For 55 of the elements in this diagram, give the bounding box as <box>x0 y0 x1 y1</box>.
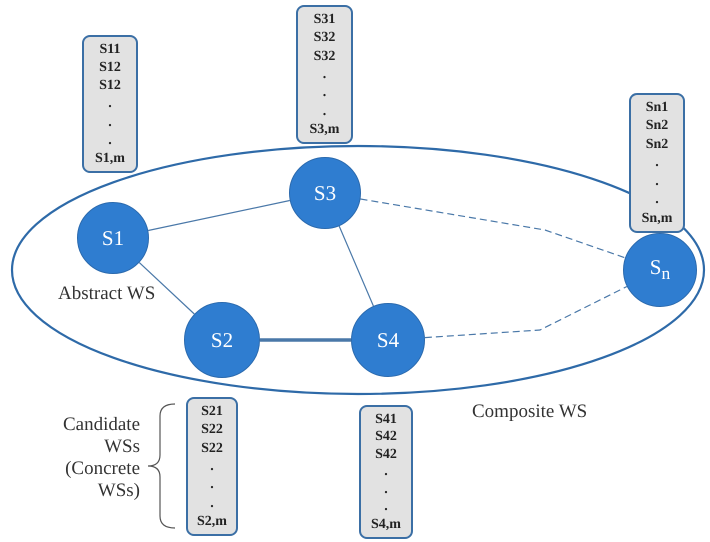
candidate-item: . <box>210 458 214 476</box>
candidate-list <box>186 397 238 536</box>
candidate-item: S41 <box>375 412 397 428</box>
candidate-item: S22 <box>201 440 223 457</box>
candidate-item: S21 <box>201 404 223 420</box>
candidate-item: S4,m <box>371 516 401 533</box>
candidate-item: Sn2 <box>646 136 668 154</box>
connector-line <box>338 226 374 306</box>
candidate-item: . <box>322 66 326 84</box>
abstract-label: Abstract WS <box>58 283 156 305</box>
candidate-item: . <box>384 482 388 498</box>
candidate-item: S31 <box>314 12 336 28</box>
candidate-item: S22 <box>201 422 223 438</box>
service-name: S2 <box>210 328 234 352</box>
candidate-list <box>629 93 685 233</box>
service-circle <box>623 233 697 307</box>
candidate-list <box>82 35 138 173</box>
service-name: S$_{n}$ <box>650 255 670 285</box>
candidate-item: . <box>108 132 112 149</box>
service-name: S3 <box>314 180 336 206</box>
candidate-list <box>359 405 413 539</box>
candidate-item: . <box>210 496 214 512</box>
candidate-item: S32 <box>314 48 336 65</box>
candidate-item: . <box>210 477 214 494</box>
candidate-item: . <box>384 464 388 481</box>
candidate-item: . <box>108 96 112 113</box>
connector-line <box>148 200 290 232</box>
candidate-item: . <box>322 104 326 120</box>
connector-line <box>360 198 626 258</box>
connector-line <box>260 338 351 342</box>
candidate-item: S12 <box>99 60 121 76</box>
candidate-item: S2,m <box>197 514 227 530</box>
candidate-item: Sn,m <box>642 210 672 227</box>
candidate-list <box>296 5 353 144</box>
candidate-item: . <box>108 114 112 131</box>
candidate-item: S42 <box>375 446 397 464</box>
candidate-item: . <box>655 155 659 172</box>
candidate-item: . <box>655 174 659 190</box>
service-name: S1 <box>102 226 124 250</box>
candidate-item: . <box>655 192 659 209</box>
candidate-item: S32 <box>314 30 336 46</box>
candidate-item: S3,m <box>310 122 340 138</box>
ellipse-label: Composite WS <box>472 401 588 423</box>
candidate-item: S42 <box>375 429 397 446</box>
candidate-item: Sn2 <box>646 118 668 135</box>
candidate-item: S11 <box>99 42 120 58</box>
candidate-label: Candidate WSs (Concrete WSs) <box>62 414 140 502</box>
candidate-item: S1,m <box>95 150 125 167</box>
candidate-item: S12 <box>99 78 121 94</box>
connector-line <box>424 286 628 338</box>
candidate-item: . <box>322 85 326 102</box>
candidate-item: Sn1 <box>646 100 668 116</box>
connector-line <box>138 262 195 314</box>
candidate-item: . <box>384 499 388 516</box>
service-name: S4 <box>376 328 400 352</box>
